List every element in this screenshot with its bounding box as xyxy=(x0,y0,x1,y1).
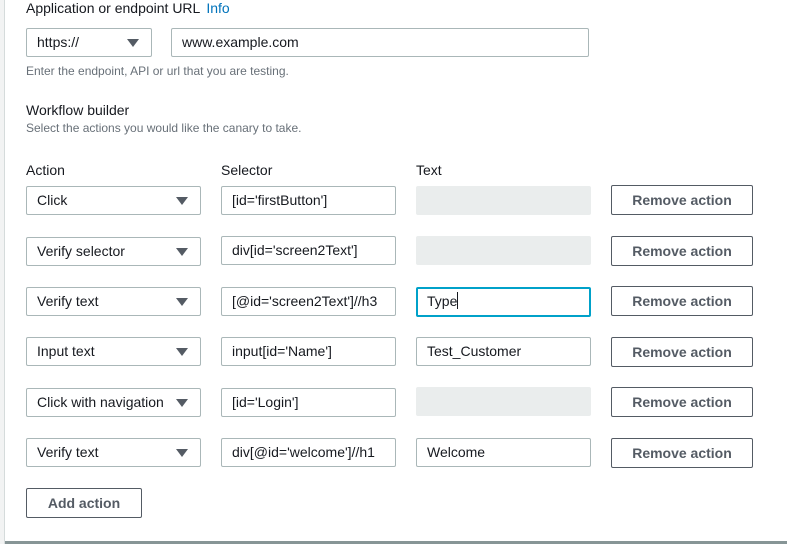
remove-action-button[interactable]: Remove action xyxy=(611,286,753,316)
text-input xyxy=(416,236,591,265)
action-select-value: Click xyxy=(37,192,68,208)
remove-action-button[interactable]: Remove action xyxy=(611,438,753,468)
selector-input[interactable]: div[id='screen2Text'] xyxy=(221,236,396,265)
chevron-down-icon xyxy=(176,298,188,306)
action-select[interactable]: Verify text xyxy=(26,287,201,316)
column-header-text: Text xyxy=(416,162,442,178)
selector-input[interactable]: [id='firstButton'] xyxy=(221,186,396,215)
selector-input-value: div[id='screen2Text'] xyxy=(232,242,358,258)
text-input-value: Type xyxy=(427,293,458,309)
info-link[interactable]: Info xyxy=(206,0,230,16)
text-input-value: Test_Customer xyxy=(427,343,522,359)
text-input xyxy=(416,387,591,416)
text-input[interactable]: Welcome xyxy=(416,438,591,467)
text-input[interactable]: Type xyxy=(416,287,591,317)
selector-input-value: [id='firstButton'] xyxy=(232,192,328,208)
selector-input[interactable]: [@id='screen2Text']//h3 xyxy=(221,287,396,316)
selector-input[interactable]: input[id='Name'] xyxy=(221,337,396,366)
action-select[interactable]: Verify selector xyxy=(26,237,201,266)
text-cursor xyxy=(457,292,459,309)
chevron-down-icon xyxy=(127,39,139,47)
action-select-value: Click with navigation xyxy=(37,394,164,410)
action-select-value: Verify selector xyxy=(37,243,125,259)
remove-action-button[interactable]: Remove action xyxy=(611,387,753,417)
chevron-down-icon xyxy=(176,399,188,407)
chevron-down-icon xyxy=(176,248,188,256)
endpoint-label: Application or endpoint URL Info xyxy=(26,0,230,16)
text-input-value: Welcome xyxy=(427,444,486,460)
protocol-select-value: https:// xyxy=(37,34,80,50)
action-select[interactable]: Input text xyxy=(26,337,201,366)
remove-action-button[interactable]: Remove action xyxy=(611,236,753,266)
url-input[interactable]: www.example.com xyxy=(171,28,589,57)
action-select-value: Verify text xyxy=(37,444,99,460)
selector-input-value: [@id='screen2Text']//h3 xyxy=(232,293,378,309)
action-select[interactable]: Click with navigation xyxy=(26,388,201,417)
workflow-title: Workflow builder xyxy=(26,102,130,118)
panel-bottom-border xyxy=(5,541,787,544)
selector-input-value: [id='Login'] xyxy=(232,394,299,410)
selector-input-value: input[id='Name'] xyxy=(232,343,332,359)
action-select[interactable]: Verify text xyxy=(26,438,201,467)
column-header-action: Action xyxy=(26,162,65,178)
chevron-down-icon xyxy=(176,449,188,457)
remove-action-button[interactable]: Remove action xyxy=(611,185,753,215)
endpoint-label-text: Application or endpoint URL xyxy=(26,0,201,16)
workflow-description: Select the actions you would like the ca… xyxy=(26,121,302,135)
endpoint-hint: Enter the endpoint, API or url that you … xyxy=(26,64,289,78)
add-action-button[interactable]: Add action xyxy=(26,488,142,518)
url-input-value: www.example.com xyxy=(182,34,299,50)
selector-input-value: div[@id='welcome']//h1 xyxy=(232,444,375,460)
remove-action-button[interactable]: Remove action xyxy=(611,337,753,367)
text-input[interactable]: Test_Customer xyxy=(416,337,591,366)
action-select[interactable]: Click xyxy=(26,186,201,215)
column-header-selector: Selector xyxy=(221,162,273,178)
left-panel-edge xyxy=(0,0,5,544)
chevron-down-icon xyxy=(176,197,188,205)
action-select-value: Input text xyxy=(37,343,95,359)
selector-input[interactable]: div[@id='welcome']//h1 xyxy=(221,438,396,467)
text-input xyxy=(416,186,591,215)
selector-input[interactable]: [id='Login'] xyxy=(221,388,396,417)
chevron-down-icon xyxy=(176,348,188,356)
protocol-select[interactable]: https:// xyxy=(26,28,152,57)
action-select-value: Verify text xyxy=(37,293,99,309)
